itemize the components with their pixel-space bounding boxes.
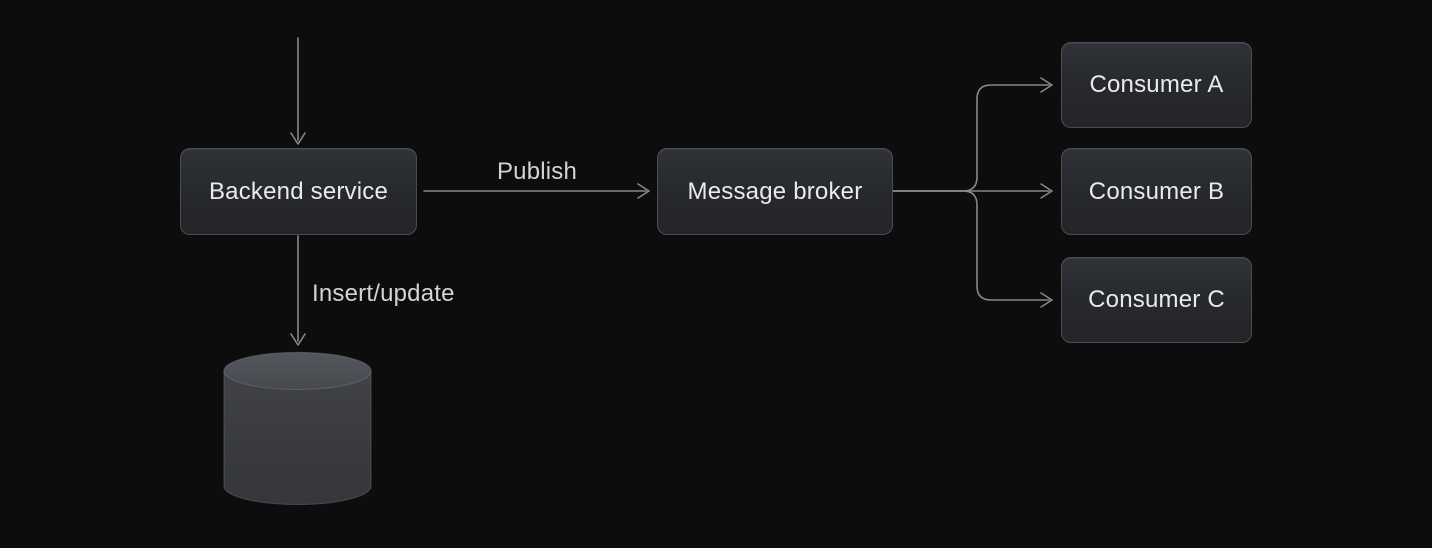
arrowhead-down-icon <box>290 132 306 145</box>
arrowhead-right-icon <box>637 183 650 199</box>
node-consumer-b: Consumer B <box>1061 148 1252 235</box>
arrowhead-right-icon <box>1040 292 1053 308</box>
edge-label-publish: Publish <box>496 158 578 185</box>
edge-backend-to-broker <box>423 183 650 199</box>
database-icon <box>223 351 372 506</box>
node-message-broker: Message broker <box>657 148 893 235</box>
node-message-broker-label: Message broker <box>687 177 863 205</box>
edge-broker-to-consumer-c <box>892 190 1053 308</box>
node-consumer-a-label: Consumer A <box>1089 71 1224 98</box>
node-consumer-a: Consumer A <box>1061 42 1252 128</box>
node-consumer-c-label: Consumer C <box>1088 286 1225 313</box>
arrowhead-right-icon <box>1040 77 1053 93</box>
node-consumer-b-label: Consumer B <box>1088 177 1225 205</box>
node-consumer-c: Consumer C <box>1061 257 1252 343</box>
arrowhead-down-icon <box>290 333 306 346</box>
node-backend-service: Backend service <box>180 148 417 235</box>
arrowhead-right-icon <box>1040 183 1053 199</box>
edge-label-insert-update: Insert/update <box>312 280 455 307</box>
node-backend-service-label: Backend service <box>208 177 389 205</box>
edge-broker-to-consumer-a <box>892 77 1053 192</box>
edge-inbound-to-backend <box>290 37 306 145</box>
edge-backend-to-database <box>290 235 306 346</box>
